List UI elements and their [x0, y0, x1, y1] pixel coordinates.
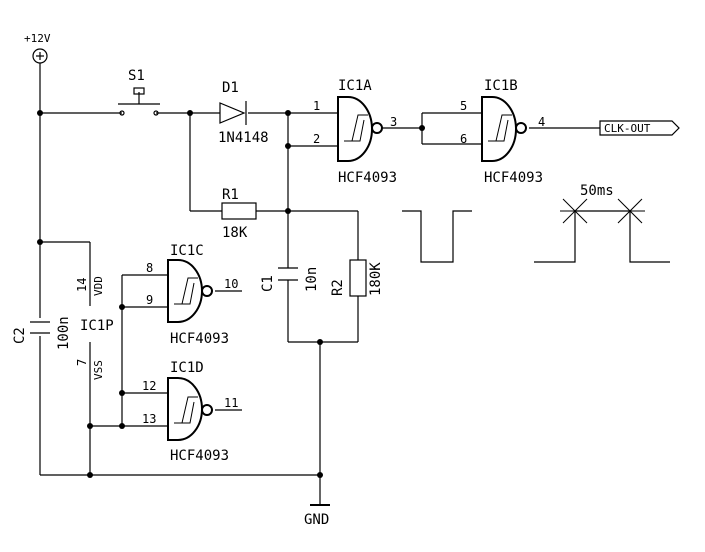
ic1p-ref: IC1P [80, 318, 114, 334]
r2-ref: R2 [330, 279, 346, 296]
ic1c-part: HCF4093 [170, 331, 229, 347]
ic1a-ref: IC1A [338, 78, 372, 94]
switch-ref: S1 [128, 68, 145, 84]
ic1d-part: HCF4093 [170, 448, 229, 464]
vss-label: VSS [92, 360, 105, 380]
capacitor-c2 [30, 321, 50, 334]
vss-pin: 7 [75, 359, 89, 366]
ic1c-pin-out: 10 [224, 277, 238, 291]
gate-ic1d [167, 377, 213, 441]
ic1a-pin-in1: 1 [313, 99, 320, 113]
gate-ic1b [481, 96, 527, 162]
wires [39, 63, 600, 505]
vdd-label: VDD [92, 276, 105, 296]
ic1c-pin-in1: 8 [146, 261, 153, 275]
c2-value: 100n [56, 316, 72, 350]
output-label: CLK-OUT [604, 122, 651, 135]
vdd-pin: 14 [75, 278, 89, 292]
waveform-positive-pulse [534, 198, 670, 263]
ic1a-part: HCF4093 [338, 170, 397, 186]
ic1b-pin-in2: 6 [460, 132, 467, 146]
ic1d-pin-out: 11 [224, 396, 238, 410]
r1-ref: R1 [222, 187, 239, 203]
resistor-r2 [349, 259, 367, 297]
r2-value: 180K [368, 262, 384, 296]
c1-value: 10n [304, 267, 320, 292]
diode-part: 1N4148 [218, 130, 269, 146]
ground-label: GND [304, 512, 329, 528]
waveform-negative-pulse [402, 210, 472, 263]
ic1d-pin-in2: 13 [142, 412, 156, 426]
r1-value: 18K [222, 225, 248, 241]
switch-s1 [118, 87, 160, 116]
ic1b-pin-in1: 5 [460, 99, 467, 113]
ic1b-pin-out: 4 [538, 115, 545, 129]
diode-d1 [219, 101, 247, 125]
gate-ic1c [167, 259, 213, 323]
c1-ref: C1 [260, 275, 276, 292]
diode-ref: D1 [222, 80, 239, 96]
ic1a-pin-in2: 2 [313, 132, 320, 146]
ic1c-ref: IC1C [170, 243, 204, 259]
output-flag [599, 120, 680, 136]
supply-symbol [32, 48, 48, 64]
junctions [37, 110, 425, 478]
ic1b-part: HCF4093 [484, 170, 543, 186]
c2-ref: C2 [12, 327, 28, 344]
ic1d-pin-in1: 12 [142, 379, 156, 393]
capacitor-c1 [278, 267, 298, 281]
resistor-r1 [221, 202, 257, 220]
ic1d-ref: IC1D [170, 360, 204, 376]
ic1c-pin-in2: 9 [146, 293, 153, 307]
ic1b-ref: IC1B [484, 78, 518, 94]
pulse-width-label: 50ms [580, 183, 614, 199]
ic1a-pin-out: 3 [390, 115, 397, 129]
supply-label: +12V [24, 32, 51, 45]
gate-ic1a [337, 96, 383, 162]
